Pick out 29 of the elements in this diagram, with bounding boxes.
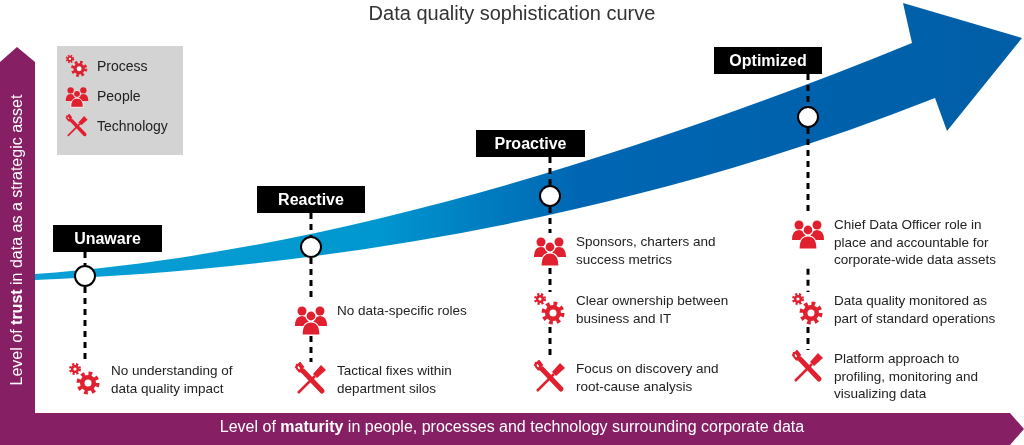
dashed-connector [83, 287, 87, 362]
dashed-connector [309, 213, 313, 236]
title: Data quality sophistication curve [367, 2, 657, 25]
description-text: Data quality monitored as part of standard operations [834, 292, 997, 328]
stage-label: Reactive [257, 186, 365, 213]
legend-text: Technology [97, 118, 168, 134]
description-text: Platform approach to profiling, monitoring and visualizing data [834, 350, 980, 403]
dashed-connector [548, 268, 552, 292]
stage-label: Unaware [53, 225, 162, 252]
dashed-connector [83, 252, 87, 265]
dashed-connector [806, 327, 810, 350]
description-text: Clear ownership between business and IT [576, 292, 730, 328]
description-text: Chief Data Officer role in place and accountable for corporate-wide data assets [834, 216, 998, 269]
dashed-connector [548, 157, 552, 185]
axis-label: Level of trust in data as a strategic asset [8, 93, 26, 388]
description-text: Tactical fixes within department silos [337, 362, 453, 398]
axis-label: Level of maturity in people, processes and technology surrounding corporate data [218, 418, 806, 436]
description-text: Focus on discovery and root-cause analysis [576, 360, 720, 396]
dashed-connector [309, 336, 313, 362]
description-text: No data-specific roles [337, 302, 468, 320]
dashed-connector [806, 268, 810, 292]
stage-label: Proactive [476, 130, 585, 157]
description-text: Sponsors, charters and success metrics [576, 233, 717, 269]
milestone-circle [74, 265, 96, 287]
legend-text: Process [97, 58, 148, 74]
dashed-connector [548, 207, 552, 233]
description-text: No understanding of data quality impact [111, 362, 234, 398]
stage-label: Optimized [714, 47, 822, 74]
legend-text: People [97, 88, 141, 104]
